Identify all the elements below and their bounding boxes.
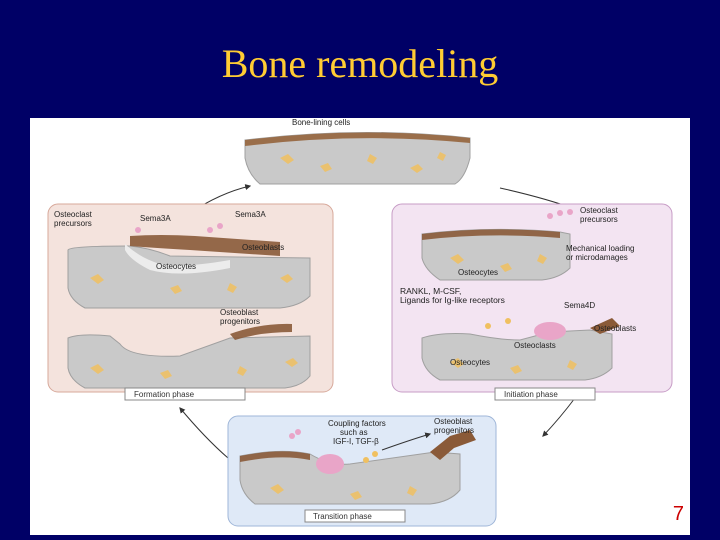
initiation-osteocytes-label-2: Osteocytes (450, 358, 490, 367)
lining-cells-top (245, 132, 470, 146)
initiation-sema4d-label: Sema4D (564, 301, 595, 310)
bone-lining-cells-label: Bone-lining cells (292, 118, 350, 127)
transition-phase-label: Transition phase (313, 512, 372, 521)
formation-phase-label: Formation phase (134, 390, 195, 399)
top-bone-section: Bone-lining cells (244, 118, 471, 185)
bone-remodeling-figure: Bone-lining cells O (30, 118, 690, 535)
formation-osteocytes-label: Osteocytes (156, 262, 196, 271)
formation-osteoblasts-label: Osteoblasts (242, 243, 284, 252)
initiation-osteocytes-label-1: Osteocytes (458, 268, 498, 277)
slide-number: 7 (672, 503, 684, 525)
slide-title: Bone remodeling (221, 41, 499, 86)
initiation-phase-label: Initiation phase (504, 390, 558, 399)
initiation-osteoblasts-label: Osteoblasts (594, 324, 636, 333)
initiation-rankl-label: RANKL, M-CSF,Ligands for Ig-like recepto… (400, 286, 505, 305)
arrow-left-bottom (179, 407, 229, 459)
formation-sema3a-label-2: Sema3A (235, 210, 266, 219)
initiation-osteoclasts-label: Osteoclasts (514, 341, 556, 350)
arrow-right-bottom (542, 397, 576, 437)
formation-sema3a-label-1: Sema3A (140, 214, 171, 223)
